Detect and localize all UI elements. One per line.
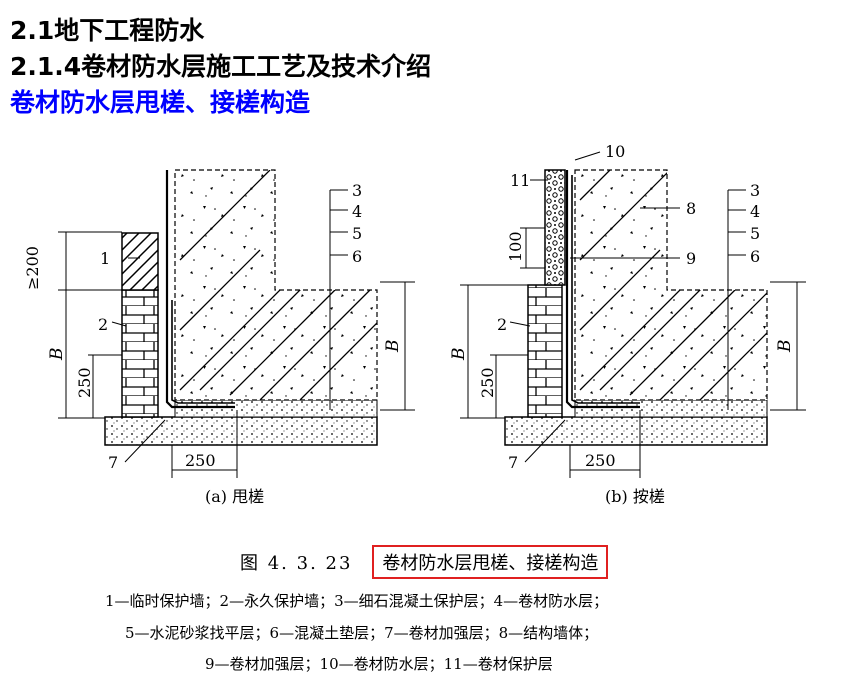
dim-100: 100 (506, 231, 525, 262)
label-5: 5 (352, 224, 362, 243)
label-4: 4 (352, 202, 362, 221)
label-8: 8 (686, 199, 696, 218)
permanent-protective-wall (121, 289, 159, 418)
detail-a: ≥200 B 250 B 250 1 2 3 4 5 6 7 (a) 甩槎 (23, 169, 415, 506)
legend-line-1: 1—临时保护墙；2—永久保护墙；3—细石混凝土保护层；4—卷材防水层； (105, 592, 609, 610)
permanent-protective-wall-b (527, 284, 563, 418)
label-3: 3 (352, 181, 362, 200)
label-10: 10 (605, 142, 625, 161)
heading-topic: 卷材防水层甩槎、接槎构造 (10, 88, 311, 117)
label-11: 11 (510, 171, 530, 190)
legend-line-2: 5—水泥砂浆找平层；6—混凝土垫层；7—卷材加强层；8—结构墙体； (125, 624, 599, 642)
heading-subsection: 2.1.4卷材防水层施工工艺及技术介绍 (10, 52, 432, 81)
label-4-b: 4 (750, 202, 760, 221)
membrane-line (165, 170, 235, 409)
dim-B-right: B (383, 340, 403, 354)
label-7-b: 7 (508, 453, 518, 472)
figure-number: 图 4. 3. 23 (240, 553, 353, 574)
label-3-b: 3 (750, 181, 760, 200)
label-2-b: 2 (497, 315, 507, 334)
caption-b: (b) 按槎 (605, 487, 665, 506)
construction-drawing: ≥200 B 250 B 250 1 2 3 4 5 6 7 (a) 甩槎 (23, 142, 806, 506)
figure-title: 卷材防水层甩槎、接槎构造 (372, 545, 609, 579)
dim-B-left: B (47, 348, 67, 362)
dim-250-vertical-b: 250 (478, 367, 497, 398)
label-6-b: 6 (750, 247, 760, 266)
label-9: 9 (686, 249, 696, 268)
label-7: 7 (108, 453, 118, 472)
caption-a: (a) 甩槎 (205, 487, 264, 506)
detail-b: B 250 100 B 250 10 11 8 9 2 3 4 5 6 7 (b… (449, 142, 806, 506)
dim-250-horizontal: 250 (185, 451, 216, 470)
dim-250-vertical: 250 (75, 367, 94, 398)
legend-line-3: 9—卷材加强层；10—卷材防水层；11—卷材保护层 (205, 655, 553, 673)
figure-caption: 图 4. 3. 23 卷材防水层甩槎、接槎构造 (240, 545, 609, 579)
dim-250-horizontal-b: 250 (585, 451, 616, 470)
temporary-protective-wall (121, 232, 159, 291)
dim-ge200: ≥200 (23, 246, 42, 290)
structure-wall-b (574, 169, 768, 401)
label-1: 1 (100, 249, 110, 268)
label-5-b: 5 (750, 224, 760, 243)
label-6: 6 (352, 247, 362, 266)
label-2: 2 (98, 315, 108, 334)
structure-concrete (174, 169, 378, 401)
dim-B-left-b: B (449, 348, 469, 362)
bedding-layer (104, 416, 378, 446)
dim-B-right-b: B (775, 340, 795, 354)
membrane-protection-layer (544, 169, 566, 286)
bedding-layer-b (504, 416, 768, 446)
heading-section: 2.1地下工程防水 (10, 16, 205, 45)
